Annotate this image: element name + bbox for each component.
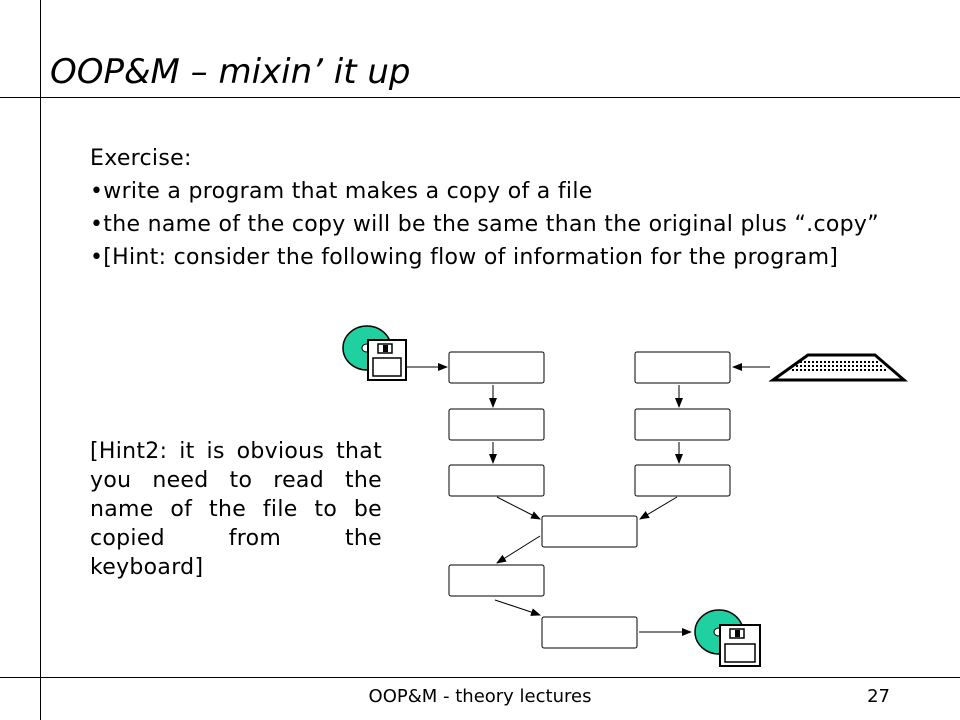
flow-box	[448, 464, 545, 497]
flow-box	[634, 464, 731, 497]
flow-box	[541, 515, 638, 548]
keyboard-icon	[768, 353, 909, 382]
footer-rule	[0, 677, 960, 678]
flow-box	[448, 408, 545, 441]
flow-arrow	[496, 535, 541, 564]
title-rule	[0, 97, 960, 98]
flow-box	[634, 408, 731, 441]
flow-box	[541, 616, 638, 649]
exercise-label: Exercise:	[90, 146, 192, 171]
flow-arrow	[639, 496, 678, 520]
left-rule	[40, 0, 41, 720]
bullet-item: •the name of the copy will be the same t…	[90, 212, 879, 237]
exercise-text: Exercise: •write a program that makes a …	[90, 144, 880, 276]
disk-icon	[342, 325, 407, 381]
flow-arrow	[496, 496, 541, 520]
bullet-item: •[Hint: consider the following flow of i…	[90, 245, 839, 270]
bullet-item: •write a program that makes a copy of a …	[90, 179, 593, 204]
flow-box	[448, 351, 545, 384]
slide-title: OOP&M – mixin’ it up	[50, 52, 411, 92]
hint2-text: [Hint2: it is obvious that you need to r…	[90, 439, 382, 580]
flow-box	[634, 351, 731, 384]
flow-arrow	[494, 599, 541, 616]
footer-course: OOP&M - theory lectures	[368, 686, 592, 707]
disk-icon	[694, 609, 761, 667]
flow-box	[448, 564, 545, 597]
page-number: 27	[867, 686, 890, 707]
